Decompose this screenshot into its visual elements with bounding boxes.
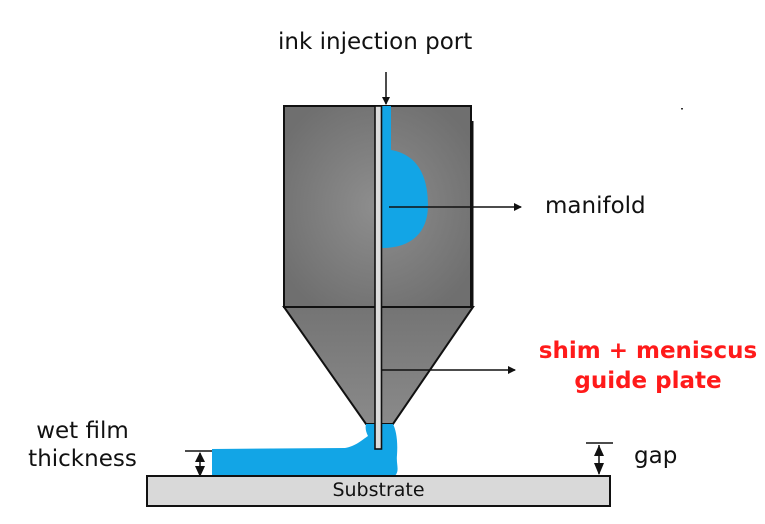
shim-plate xyxy=(374,105,383,450)
substrate xyxy=(146,475,611,507)
wet-film-thickness-label: wet film thickness xyxy=(25,418,140,473)
wet-film-thickness-dimension xyxy=(185,450,212,477)
stray-dot xyxy=(681,108,683,110)
gap-dimension xyxy=(586,442,613,475)
wet-film-label-line1: wet film xyxy=(36,418,129,444)
shim-guide-plate-label: shim + meniscus guide plate xyxy=(534,338,762,395)
manifold-label: manifold xyxy=(545,193,646,219)
substrate-label: Substrate xyxy=(332,479,425,501)
manifold-ink xyxy=(382,106,428,248)
ink-injection-port-label: ink injection port xyxy=(278,29,473,55)
gap-label: gap xyxy=(634,443,678,469)
shim-label-line2: guide plate xyxy=(574,368,722,395)
shim-label-line1: shim + meniscus xyxy=(538,338,758,364)
wet-film-ink xyxy=(212,424,398,476)
wet-film-label-line2: thickness xyxy=(28,446,137,473)
